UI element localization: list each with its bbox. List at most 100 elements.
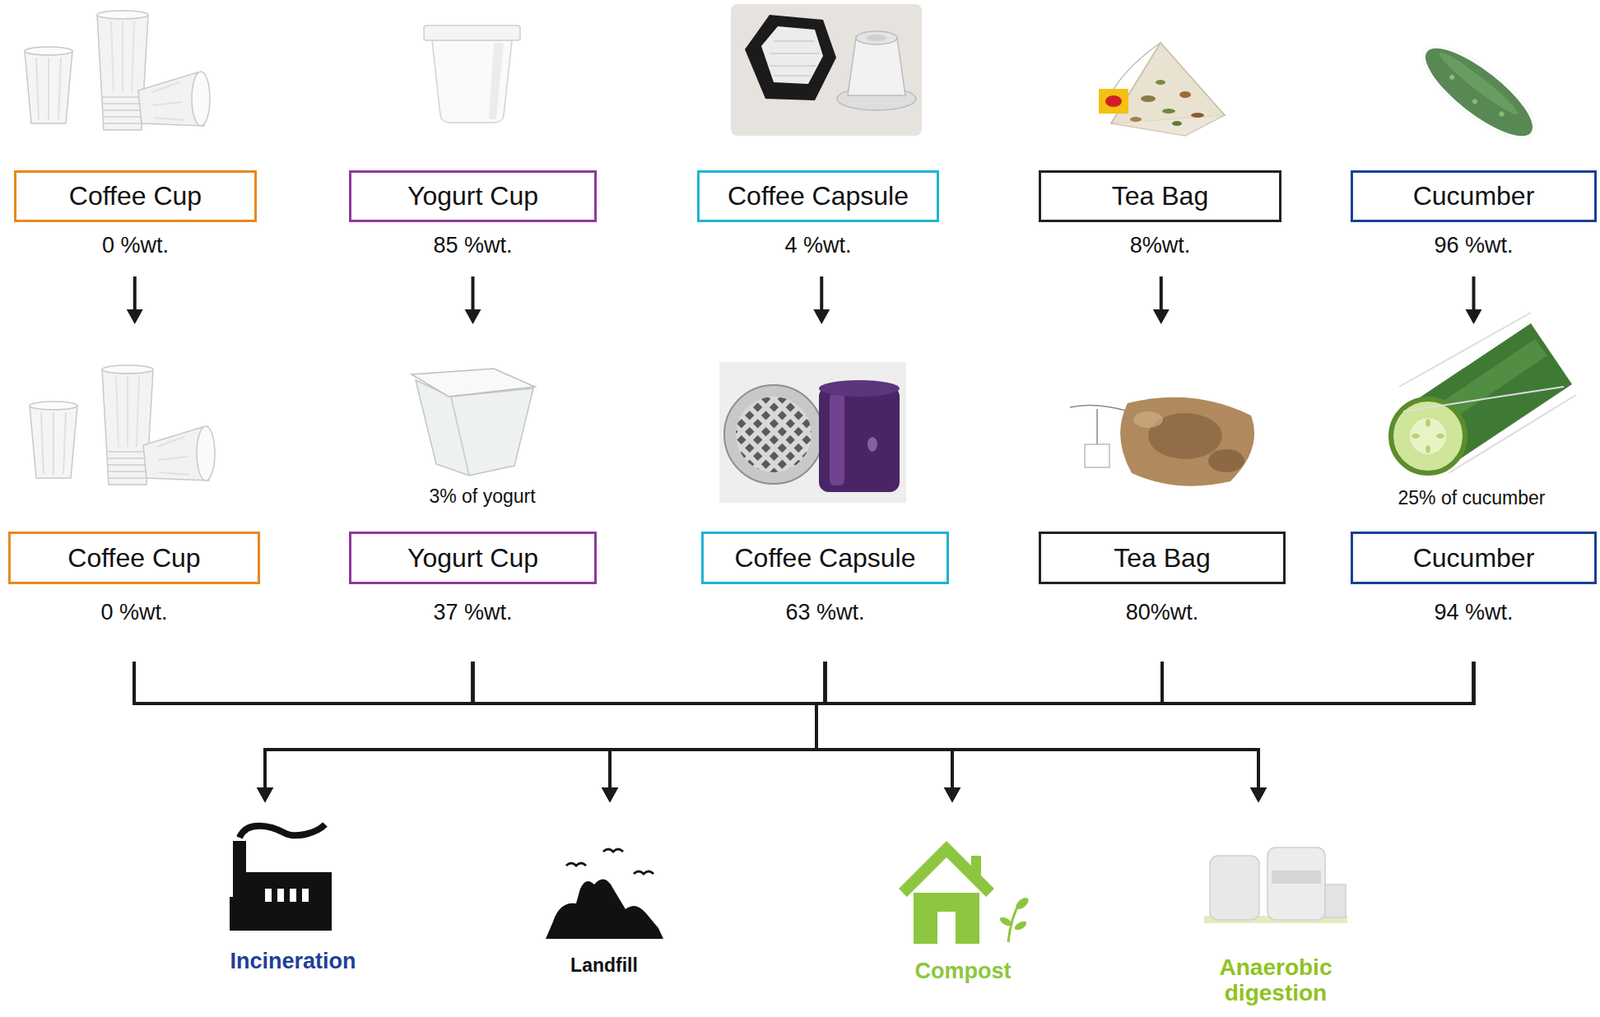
item-box: Cucumber xyxy=(1350,531,1597,585)
flow-line xyxy=(133,276,137,312)
flow-arrow xyxy=(601,661,1475,803)
flow-arrow xyxy=(816,661,961,803)
used-tea-bag-picture xyxy=(1096,409,1098,445)
disposal-node: Landfill xyxy=(486,802,734,977)
disposal-node: Anaerobic digestion xyxy=(1134,802,1382,1006)
tea-bag-picture xyxy=(1155,79,1166,85)
used-tea-bag-picture xyxy=(1208,449,1245,473)
compost-icon xyxy=(1013,920,1028,933)
tea-bag-picture xyxy=(1098,42,1225,136)
disposal-node: Compost xyxy=(828,802,1076,985)
flow-arrow xyxy=(134,661,817,803)
tea-bag-picture xyxy=(1172,120,1182,126)
flow-line xyxy=(134,661,953,790)
compost-icon xyxy=(1013,895,1031,912)
item-box: Yogurt Cup xyxy=(348,170,597,223)
arrow-head xyxy=(465,309,482,325)
cut-cucumber-picture xyxy=(1399,312,1577,474)
cut-cucumber-picture xyxy=(1390,312,1577,474)
coffee-capsule-photo xyxy=(866,34,887,42)
flow-arrow xyxy=(256,661,817,803)
flow-line xyxy=(473,661,954,790)
flow-arrow xyxy=(134,661,817,803)
item-node: Coffee Capsule4 %wt. xyxy=(697,170,940,277)
weight-percent: 37 %wt. xyxy=(348,599,597,626)
tea-bag-picture xyxy=(1098,88,1129,114)
item-name: Cucumber xyxy=(1413,181,1535,212)
tea-bag-picture xyxy=(1162,108,1176,114)
flow-line xyxy=(265,661,1475,790)
flow-line xyxy=(134,661,1259,790)
flow-line xyxy=(1159,276,1163,312)
flow-line xyxy=(816,661,953,790)
flow-arrow xyxy=(465,276,482,325)
flow-line xyxy=(471,276,475,312)
arrow-head xyxy=(944,787,961,803)
flow-arrow xyxy=(816,661,1163,803)
compost-icon xyxy=(902,849,1031,945)
item-node: Cucumber96 %wt. xyxy=(1350,170,1597,277)
tea-bag-picture xyxy=(1190,112,1205,118)
flow-arrow xyxy=(473,661,818,803)
flow-arrow xyxy=(256,661,1163,803)
arrow-head xyxy=(256,787,274,803)
arrow-head xyxy=(1250,787,1267,803)
coffee-capsule-photo xyxy=(744,14,837,101)
anaerobic-digestion-icon xyxy=(1209,855,1260,921)
item-node: Coffee Capsule63 %wt. xyxy=(701,324,949,662)
item-node: Coffee Cup0 %wt. xyxy=(8,324,261,662)
used-coffee-capsules-photo xyxy=(818,380,900,397)
flow-line xyxy=(816,661,1259,790)
flow-line xyxy=(819,276,824,312)
yogurt-cup-picture xyxy=(423,25,521,41)
cut-cucumber-picture xyxy=(1411,433,1420,439)
compost-icon xyxy=(971,855,982,880)
arrow-head xyxy=(1250,787,1267,803)
flow-line xyxy=(609,661,826,790)
flow-arrow xyxy=(473,661,1268,803)
disposal-label: Compost xyxy=(839,958,1087,985)
coffee-capsule-photo xyxy=(769,41,819,76)
disposal-label: Incineration xyxy=(169,947,417,976)
arrow-head xyxy=(944,787,961,803)
arrow-head xyxy=(1250,787,1267,803)
empty-yogurt-cup-picture xyxy=(451,396,470,476)
arrow-head xyxy=(944,787,961,803)
arrow-head xyxy=(601,787,619,803)
flow-line xyxy=(816,661,1259,790)
incineration-icon xyxy=(277,888,284,903)
flow-line xyxy=(134,661,817,790)
cut-cucumber-picture xyxy=(1436,433,1445,439)
used-coffee-capsules-photo xyxy=(867,437,878,452)
arrow-head xyxy=(126,309,144,325)
item-box: Coffee Cup xyxy=(13,170,257,223)
flow-arrow xyxy=(601,661,826,803)
disposal-node: Incineration xyxy=(141,802,389,976)
weight-percent: 85 %wt. xyxy=(348,232,597,259)
coffee-capsule-photo xyxy=(761,26,824,84)
item-name: Coffee Capsule xyxy=(727,181,909,212)
yogurt-cup-picture xyxy=(488,42,504,120)
weight-percent: 80%wt. xyxy=(1038,599,1286,626)
flow-arrow xyxy=(126,276,144,325)
arrow-head xyxy=(256,787,274,803)
image-caption: 25% of cucumber xyxy=(1398,487,1546,510)
cut-cucumber-picture xyxy=(1409,418,1447,455)
arrow-head xyxy=(1465,309,1483,325)
tea-bag-picture xyxy=(1105,95,1122,107)
flow-line xyxy=(1472,276,1476,312)
flow-line xyxy=(265,661,1163,790)
landfill-icon xyxy=(633,871,654,875)
anaerobic-digestion-icon xyxy=(1267,847,1326,921)
empty-yogurt-cup-picture xyxy=(411,368,535,397)
used-coffee-capsules-photo xyxy=(724,385,824,484)
compost-icon xyxy=(998,916,1014,929)
used-tea-bag-picture xyxy=(1120,397,1255,487)
item-box: Coffee Capsule xyxy=(701,531,949,585)
flow-line xyxy=(473,661,818,790)
anaerobic-digestion-icon xyxy=(1204,847,1348,924)
disposal-label: Anaerobic digestion xyxy=(1197,954,1354,1006)
flow-arrow xyxy=(134,661,961,803)
